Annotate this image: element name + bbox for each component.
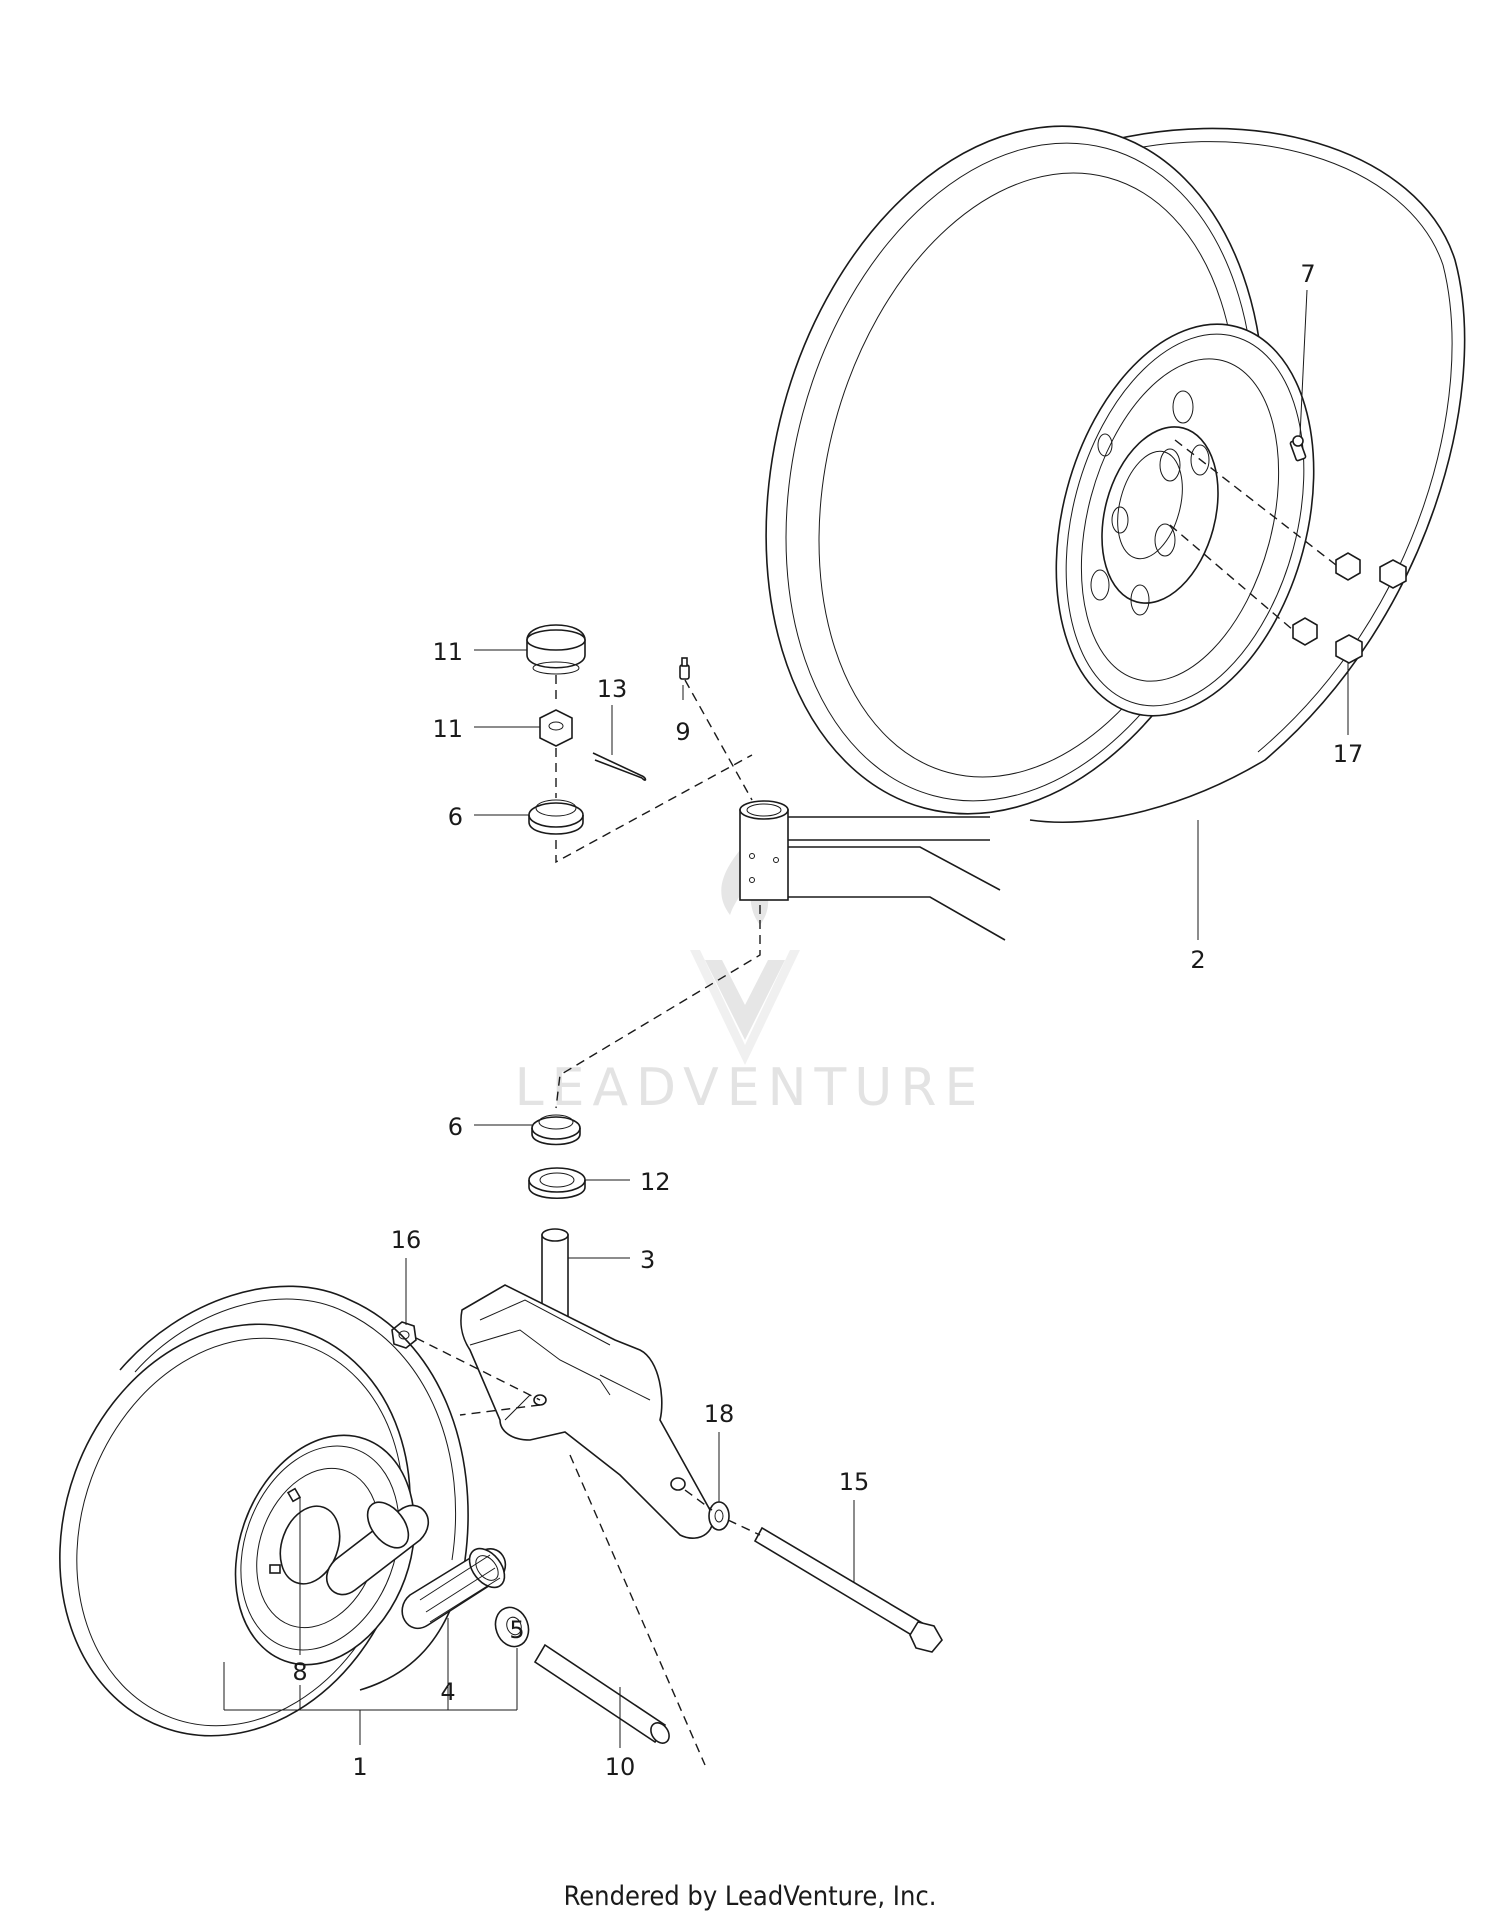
leader-lines bbox=[223, 289, 1349, 1748]
axle-tube bbox=[533, 1643, 670, 1744]
lower-bearing bbox=[531, 1114, 581, 1146]
dust-cap bbox=[526, 624, 586, 675]
callout-13: 12 bbox=[640, 1168, 671, 1196]
grease-fitting bbox=[679, 657, 690, 680]
rear-tire-back-arc bbox=[1029, 127, 1466, 823]
callout-labels: 11 11 13 9 6 7 17 2 6 12 3 16 18 15 8 4 … bbox=[292, 260, 1363, 1781]
callout-2: 2 bbox=[1190, 946, 1205, 974]
axle-bolt bbox=[753, 1526, 943, 1653]
callout-7: 7 bbox=[1300, 260, 1315, 288]
callout-11: 11 bbox=[432, 638, 463, 666]
callout-6-lower: 6 bbox=[448, 1113, 463, 1141]
spacer bbox=[494, 1606, 530, 1648]
callout-6-upper: 6 bbox=[448, 803, 463, 831]
callout-18: 18 bbox=[704, 1400, 735, 1428]
locknut bbox=[391, 1321, 417, 1349]
washer bbox=[708, 1501, 730, 1531]
watermark: LEADVENTURE bbox=[515, 850, 986, 1118]
callout-1: 1 bbox=[352, 1753, 367, 1781]
callout-12: 11 bbox=[432, 715, 463, 743]
rim-holes bbox=[1090, 390, 1210, 616]
callout-14: 13 bbox=[597, 675, 628, 703]
callout-16: 16 bbox=[391, 1226, 422, 1254]
cotter-pin bbox=[592, 752, 647, 781]
roller-bearing bbox=[325, 1501, 430, 1596]
seal bbox=[528, 1167, 586, 1200]
caster-wheel-assembly bbox=[59, 1285, 469, 1737]
rear-rim-lip bbox=[1065, 333, 1305, 707]
watermark-text: LEADVENTURE bbox=[515, 1058, 986, 1118]
castle-nut bbox=[539, 709, 573, 747]
caster-fork bbox=[460, 1284, 714, 1539]
callout-15: 15 bbox=[839, 1468, 870, 1496]
callout-17: 17 bbox=[1333, 740, 1364, 768]
callout-10: 10 bbox=[605, 1753, 636, 1781]
rear-rim-well bbox=[1080, 358, 1280, 682]
upper-bearing bbox=[528, 799, 584, 835]
rear-tire-back-arc-inner bbox=[1079, 141, 1453, 753]
lug-nuts-17 bbox=[1292, 552, 1407, 664]
rear-wheel-assembly bbox=[765, 125, 1466, 823]
callout-5: 5 bbox=[509, 1616, 524, 1644]
callout-9: 9 bbox=[675, 718, 690, 746]
callout-3: 3 bbox=[640, 1246, 655, 1274]
callout-8: 8 bbox=[292, 1658, 307, 1686]
footer-credit: Rendered by LeadVenture, Inc. bbox=[564, 1881, 937, 1912]
frame-pivot-tube bbox=[739, 800, 1006, 941]
callout-4: 4 bbox=[440, 1678, 455, 1706]
roller-bearing-sleeve bbox=[401, 1547, 507, 1629]
rear-hub bbox=[1101, 426, 1219, 604]
valve-stem bbox=[1289, 435, 1307, 462]
